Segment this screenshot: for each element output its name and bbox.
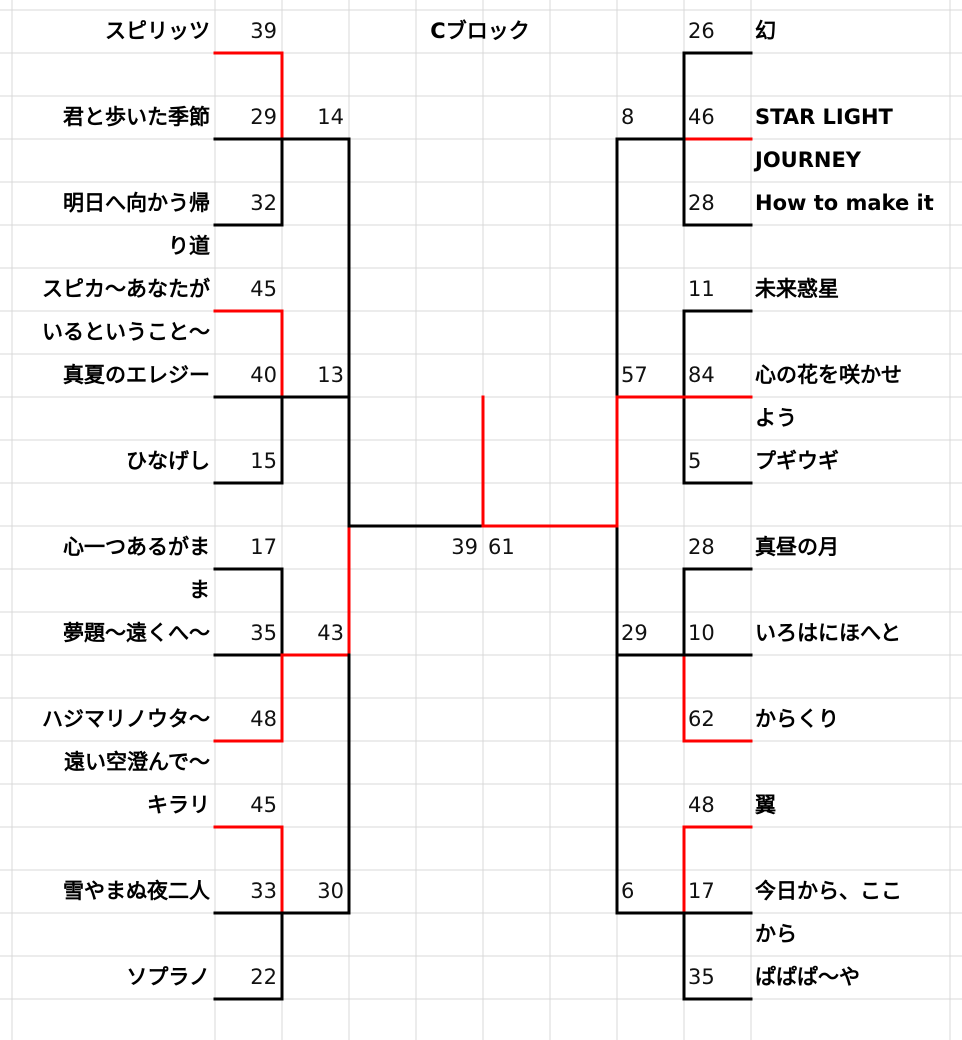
team-name: 雪やまぬ夜二人 <box>63 879 210 903</box>
team-name: 夢題～遠くへ～ <box>63 621 210 645</box>
team-name-continued: 遠い空澄んで～ <box>64 750 210 774</box>
team-score: 46 <box>688 105 715 129</box>
team-name: STAR LIGHT <box>755 105 893 129</box>
team-score: 48 <box>250 707 277 731</box>
team-score: 28 <box>688 535 715 559</box>
team-score: 32 <box>250 191 277 215</box>
team-score: 5 <box>688 449 702 473</box>
team-name: からくり <box>755 707 839 731</box>
team-name: キラリ <box>147 793 210 817</box>
team-name: 真夏のエレジー <box>63 363 210 387</box>
team-name: 今日から、ここ <box>755 879 902 903</box>
group-score: 13 <box>317 363 344 387</box>
team-score: 48 <box>688 793 715 817</box>
final-score-right: 61 <box>488 535 515 559</box>
group-score: 14 <box>317 105 344 129</box>
team-score: 15 <box>250 449 277 473</box>
team-name: 君と歩いた季節 <box>63 105 210 129</box>
group-score: 8 <box>621 105 635 129</box>
team-score: 39 <box>250 19 277 43</box>
team-score: 45 <box>250 277 277 301</box>
group-score: 43 <box>317 621 344 645</box>
final-score-left: 39 <box>451 535 478 559</box>
team-score: 28 <box>688 191 715 215</box>
team-name: 未来惑星 <box>755 277 839 301</box>
team-score: 26 <box>688 19 715 43</box>
team-score: 84 <box>688 363 715 387</box>
team-score: 29 <box>250 105 277 129</box>
team-name: ソプラノ <box>126 965 210 989</box>
team-name: 心一つあるがま <box>63 535 210 559</box>
team-score: 35 <box>250 621 277 645</box>
team-score: 11 <box>688 277 715 301</box>
team-name-continued: よう <box>755 406 797 430</box>
team-score: 35 <box>688 965 715 989</box>
team-name: いろはにほへと <box>755 621 901 645</box>
team-name-continued: ま <box>189 578 210 602</box>
team-name: 心の花を咲かせ <box>755 363 902 387</box>
team-name-continued: り道 <box>168 234 210 258</box>
group-score: 30 <box>317 879 344 903</box>
team-score: 10 <box>688 621 715 645</box>
team-score: 17 <box>250 535 277 559</box>
team-name: ひなげし <box>126 449 210 473</box>
team-name: スピリッツ <box>105 19 210 43</box>
team-name: 翼 <box>755 793 776 817</box>
team-name: プギウギ <box>755 449 839 473</box>
team-score: 22 <box>250 965 277 989</box>
team-name: ぱぱぱ～や <box>755 965 860 989</box>
team-score: 62 <box>688 707 715 731</box>
team-name: スピカ～あなたが <box>42 277 210 301</box>
block-title: Cブロック <box>430 19 530 43</box>
team-score: 45 <box>250 793 277 817</box>
team-name: ハジマリノウタ～ <box>42 707 210 731</box>
group-score: 6 <box>621 879 635 903</box>
team-score: 33 <box>250 879 277 903</box>
group-score: 57 <box>621 363 648 387</box>
team-score: 17 <box>688 879 715 903</box>
team-score: 40 <box>250 363 277 387</box>
team-name: 幻 <box>755 19 776 43</box>
team-name: 真昼の月 <box>755 535 839 559</box>
team-name-continued: JOURNEY <box>755 148 862 172</box>
team-name: 明日へ向かう帰 <box>63 191 210 215</box>
team-name-continued: いるということ～ <box>42 320 210 344</box>
group-score: 29 <box>621 621 648 645</box>
team-name: How to make it <box>755 191 934 215</box>
team-name-continued: から <box>755 922 797 946</box>
